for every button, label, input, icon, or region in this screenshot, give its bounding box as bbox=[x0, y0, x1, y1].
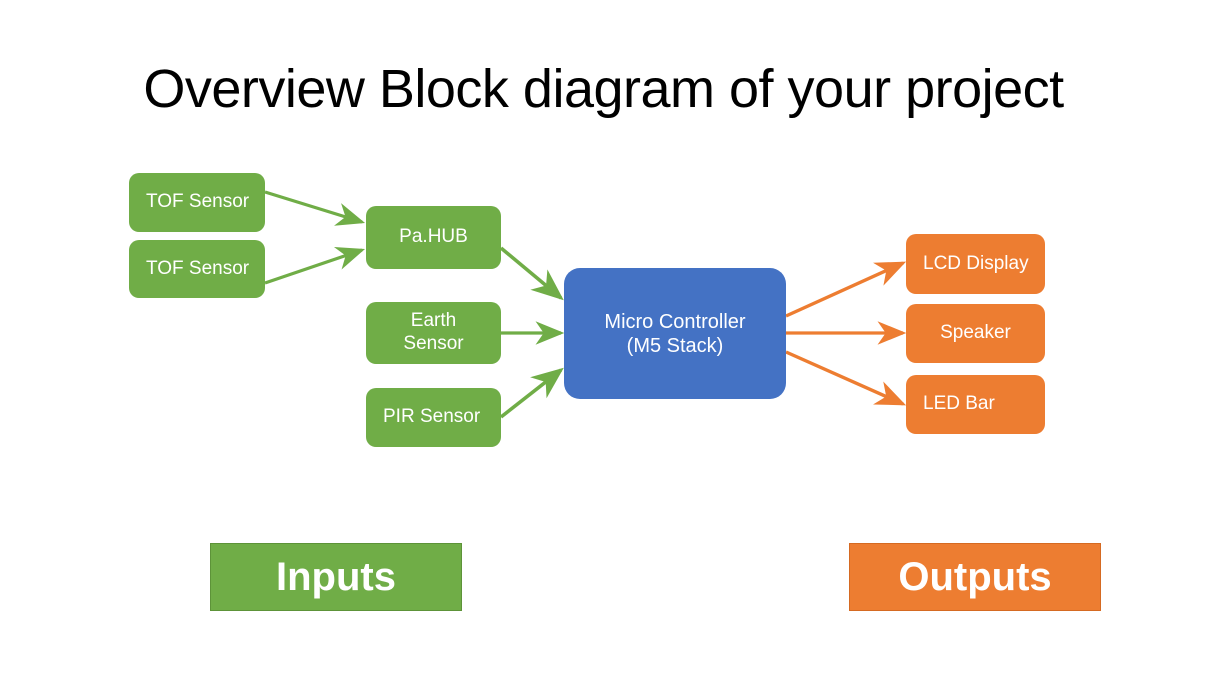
node-label-line1: Micro Controller bbox=[604, 310, 746, 333]
node-label: LCD Display bbox=[923, 252, 1029, 274]
edge-pahub-to-controller bbox=[499, 246, 564, 301]
node-label-line2: (M5 Stack) bbox=[626, 334, 724, 357]
edge-tof1-to-pahub bbox=[264, 190, 366, 226]
node-label: Earth Sensor bbox=[403, 310, 463, 356]
node-micro-controller[interactable]: Micro Controller (M5 Stack) bbox=[564, 268, 786, 399]
node-label: PIR Sensor bbox=[383, 406, 481, 428]
legend-label: Outputs bbox=[898, 554, 1052, 599]
node-label: Micro Controller (M5 Stack) bbox=[604, 310, 745, 358]
page-title: Overview Block diagram of your project bbox=[143, 59, 1064, 119]
legend-inputs[interactable]: Inputs bbox=[210, 543, 462, 611]
node-pa-hub[interactable]: Pa.HUB bbox=[366, 206, 501, 269]
node-label: Speaker bbox=[940, 322, 1011, 344]
node-label: TOF Sensor bbox=[146, 257, 250, 279]
edge-pir-to-controller bbox=[499, 367, 564, 419]
node-label: TOF Sensor bbox=[146, 191, 250, 213]
node-speaker[interactable]: Speaker bbox=[906, 304, 1045, 363]
node-tof-sensor-1[interactable]: TOF Sensor bbox=[129, 173, 265, 232]
edge-controller-to-ledbar bbox=[785, 350, 907, 406]
legend-outputs[interactable]: Outputs bbox=[849, 543, 1101, 611]
legend-label: Inputs bbox=[276, 554, 396, 599]
node-label: Pa.HUB bbox=[399, 226, 468, 248]
edge-tof2-to-pahub bbox=[264, 247, 366, 285]
node-lcd-display[interactable]: LCD Display bbox=[906, 234, 1045, 294]
edge-controller-to-lcd bbox=[785, 261, 907, 318]
node-earth-sensor[interactable]: Earth Sensor bbox=[366, 302, 501, 364]
node-label: LED Bar bbox=[923, 393, 995, 415]
node-tof-sensor-2[interactable]: TOF Sensor bbox=[129, 240, 265, 298]
node-label-line2: Sensor bbox=[403, 333, 464, 354]
node-label-line1: Earth bbox=[410, 310, 457, 332]
node-pir-sensor[interactable]: PIR Sensor bbox=[366, 388, 501, 447]
node-led-bar[interactable]: LED Bar bbox=[906, 375, 1045, 434]
